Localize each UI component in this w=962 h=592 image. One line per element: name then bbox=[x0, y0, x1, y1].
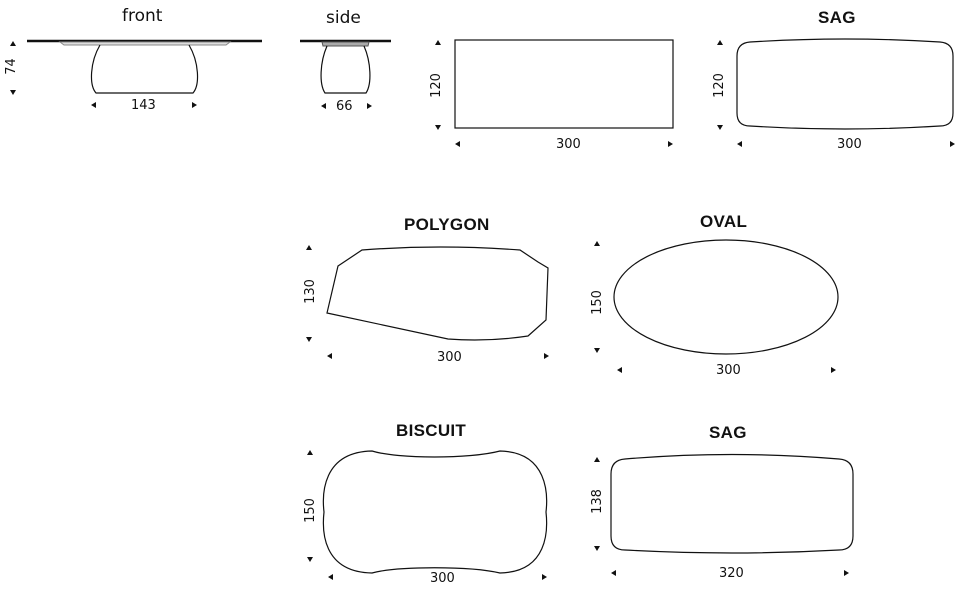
side-view-drawing bbox=[300, 39, 391, 94]
biscuit-shape bbox=[322, 450, 548, 574]
biscuit-title: BISCUIT bbox=[396, 421, 467, 440]
polygon-title: POLYGON bbox=[404, 215, 490, 234]
front-width-label: 143 bbox=[131, 98, 156, 113]
side-width-label: 66 bbox=[336, 99, 353, 114]
sag-title-1: SAG bbox=[818, 8, 856, 27]
oval-width-label: 300 bbox=[716, 363, 741, 378]
polygon-shape bbox=[326, 246, 549, 341]
sag-2-width-label: 320 bbox=[719, 566, 744, 581]
polygon-height-label: 130 bbox=[302, 279, 318, 304]
sag-1-height-label: 120 bbox=[711, 73, 727, 98]
biscuit-width-label: 300 bbox=[430, 571, 455, 586]
oval-height-label: 150 bbox=[589, 290, 605, 315]
sag-1-width-label: 300 bbox=[837, 137, 862, 152]
biscuit-height-label: 150 bbox=[302, 498, 318, 523]
rectangle-shape bbox=[454, 39, 674, 129]
front-view-title: front bbox=[122, 6, 163, 26]
rectangle-height-label: 120 bbox=[428, 73, 444, 98]
polygon-width-label: 300 bbox=[437, 350, 462, 365]
oval-shape bbox=[613, 239, 839, 355]
sag-shape-1 bbox=[736, 38, 954, 130]
side-view-title: side bbox=[326, 8, 361, 28]
front-height-label: 74 bbox=[3, 58, 19, 75]
sag-title-2: SAG bbox=[709, 423, 747, 442]
front-view-drawing bbox=[27, 39, 262, 94]
rectangle-width-label: 300 bbox=[556, 137, 581, 152]
sag-2-height-label: 138 bbox=[589, 489, 605, 514]
dimension-arrows bbox=[10, 40, 955, 580]
oval-title: OVAL bbox=[700, 212, 748, 231]
sag-shape-2 bbox=[610, 453, 854, 554]
